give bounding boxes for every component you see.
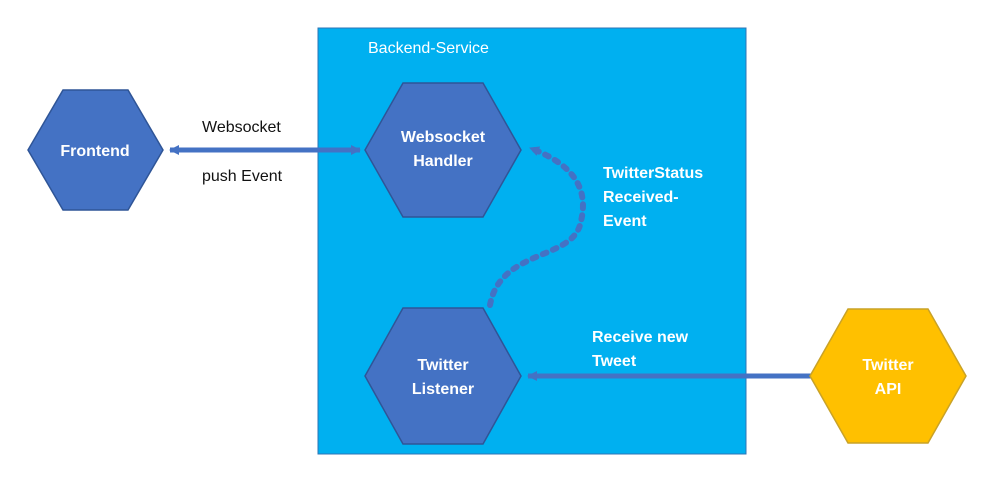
receive-tweet-label-line2: Tweet (592, 353, 637, 370)
twitter-api-label-line2: API (875, 381, 902, 398)
frontend-hexagon (27, 89, 164, 211)
twitter-status-event-arrow (487, 145, 586, 308)
twitter-listener-label-line2: Listener (412, 381, 474, 398)
websocket-handler-node: Websocket Handler (364, 82, 522, 218)
event-label-line2: Received- (603, 189, 679, 206)
event-label-line3: Event (603, 213, 647, 230)
push-event-label: push Event (202, 168, 283, 185)
websocket-label: Websocket (202, 119, 281, 136)
frontend-node: Frontend (27, 89, 164, 211)
websocket-handler-hexagon (364, 82, 522, 218)
receive-tweet-label-line1: Receive new (592, 329, 689, 346)
twitter-api-label-line1: Twitter (862, 357, 913, 374)
event-label-line1: TwitterStatus (603, 165, 703, 182)
websocket-handler-label-line1: Websocket (401, 129, 486, 146)
backend-service-title: Backend-Service (368, 40, 489, 57)
twitter-api-hexagon (809, 308, 967, 444)
frontend-label: Frontend (60, 143, 129, 160)
twitter-listener-node: Twitter Listener (364, 307, 522, 445)
websocket-handler-label-line2: Handler (413, 153, 473, 170)
twitter-api-node: Twitter API (809, 308, 967, 444)
twitter-listener-label-line1: Twitter (417, 357, 468, 374)
twitter-listener-hexagon (364, 307, 522, 445)
